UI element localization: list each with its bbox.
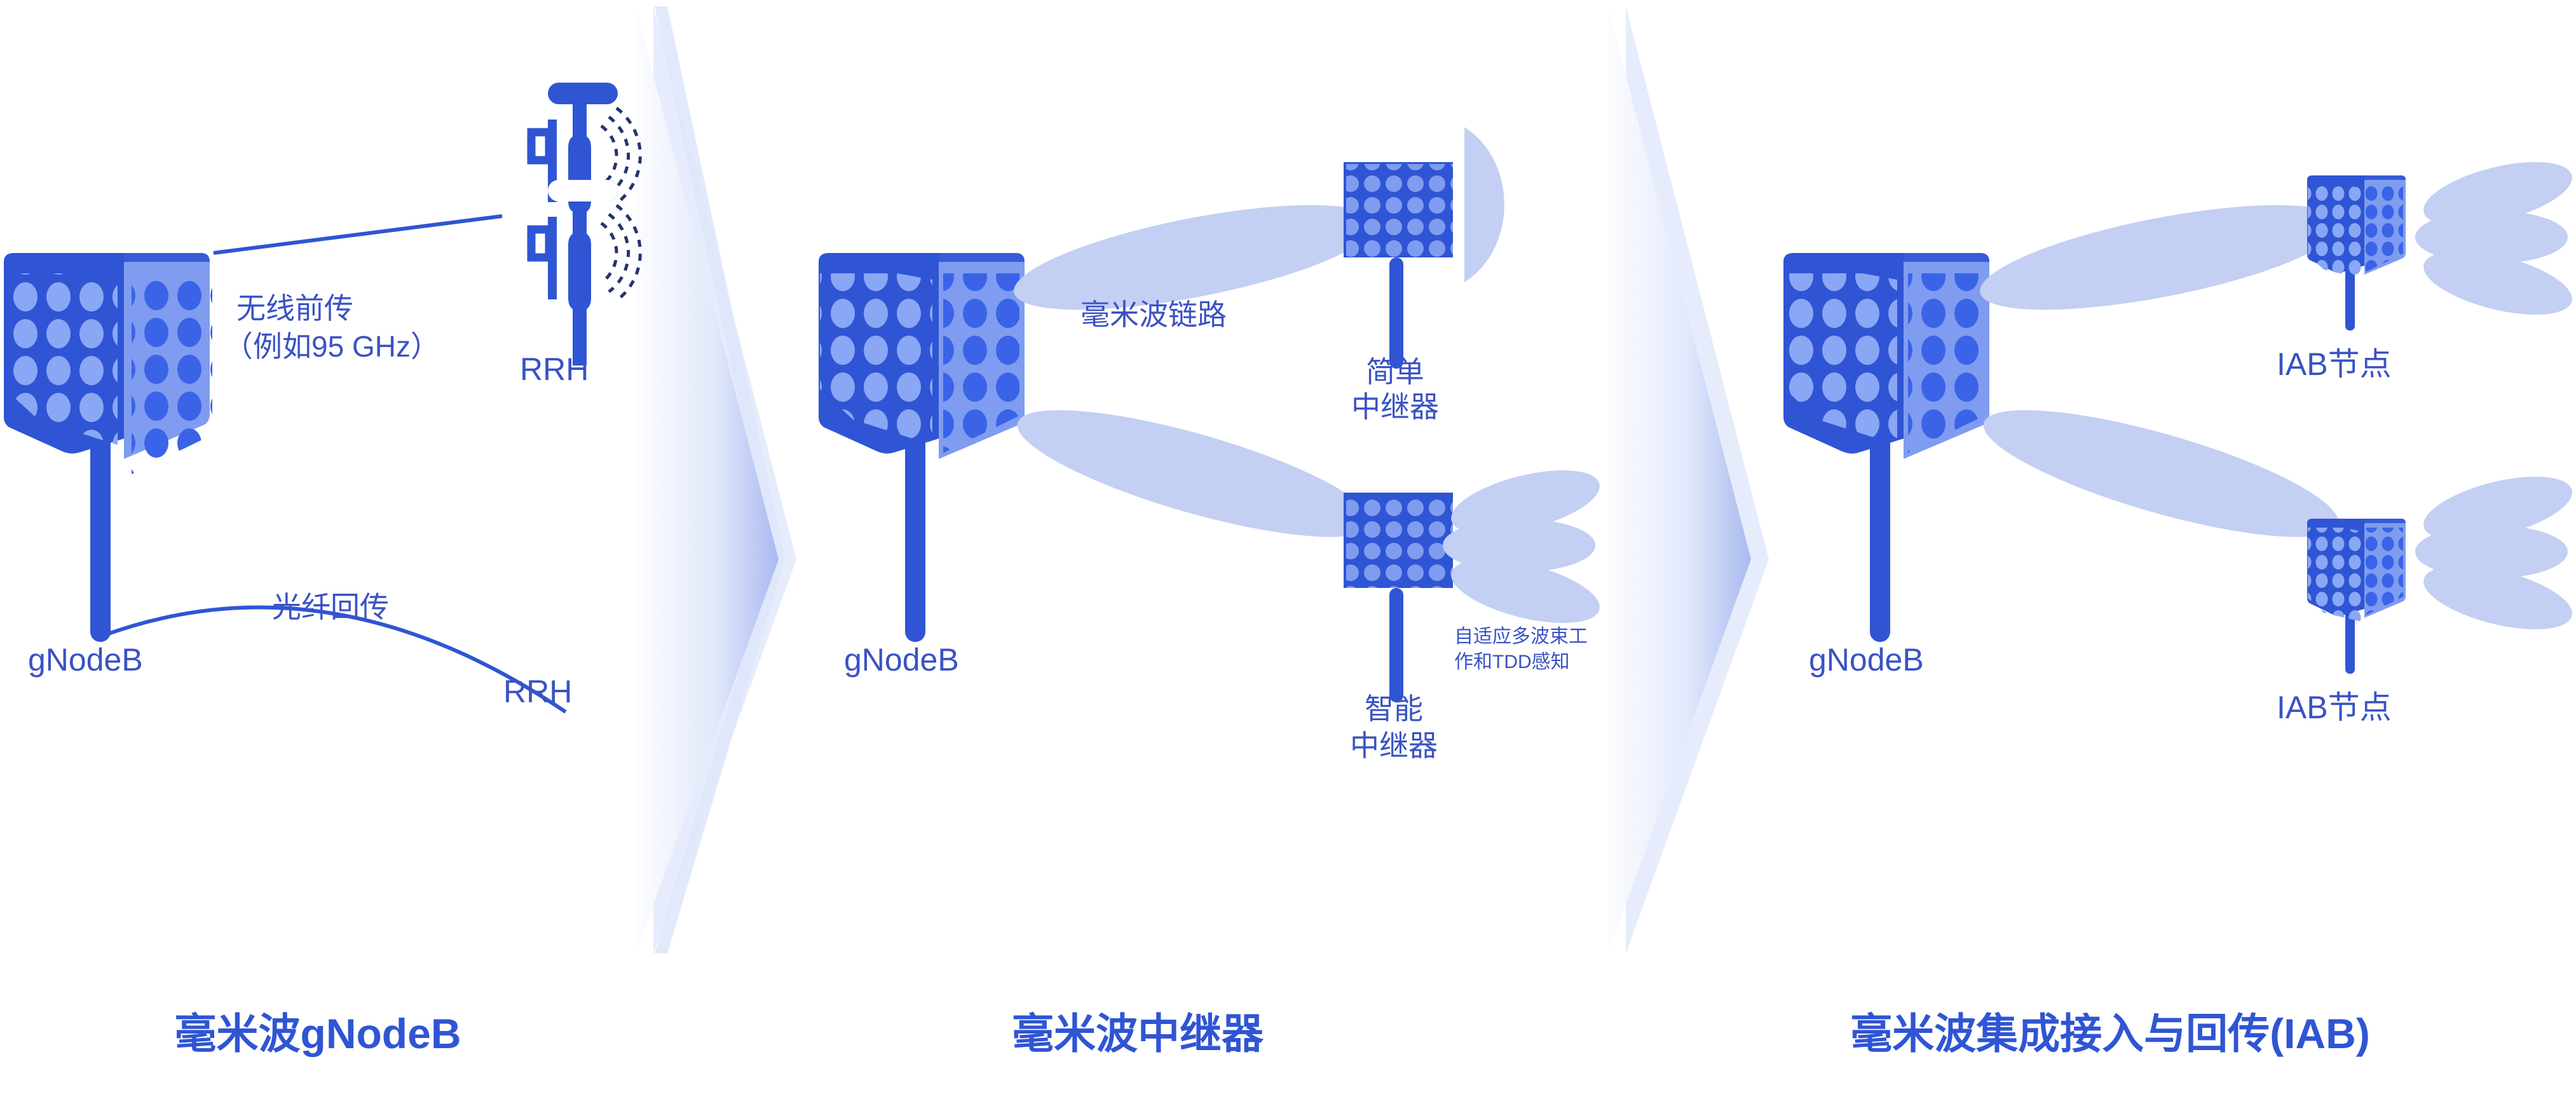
mmwave-beam-group-p2 xyxy=(1014,205,1376,537)
iab-beam-lobes-top xyxy=(2415,161,2572,315)
chevron-divider-2 xyxy=(1608,6,1769,953)
rrh-label-top: RRH xyxy=(520,352,589,387)
panel-title-mmwave-gnodeb: 毫米波gNodeB xyxy=(174,1010,461,1057)
gnodeb-antenna-icon-p3 xyxy=(1783,253,1989,642)
gnodeb-label-p2: gNodeB xyxy=(844,642,959,678)
iab-node-label-top: IAB节点 xyxy=(2277,346,2392,382)
fiber-backhaul-line xyxy=(102,605,567,714)
gnodeb-label-p3: gNodeB xyxy=(1809,642,1924,678)
wireless-fronthaul-label-line2: （例如95 GHz） xyxy=(224,330,440,363)
panel-title-mmwave-repeater: 毫米波中继器 xyxy=(1012,1010,1264,1057)
simple-repeater-label-line2: 中继器 xyxy=(1351,390,1439,423)
wireless-fronthaul-line xyxy=(213,214,503,255)
iab-node-icon-bottom xyxy=(2307,476,2572,674)
smart-repeater-label-line1: 智能 xyxy=(1365,692,1423,725)
gnodeb-antenna-icon-p2 xyxy=(819,253,1025,642)
smart-repeater-label-line2: 中继器 xyxy=(1350,729,1438,762)
mmwave-link-label: 毫米波链路 xyxy=(1080,298,1227,331)
smart-repeater-icon xyxy=(1344,470,1600,702)
iab-beam-lobes-bottom xyxy=(2415,476,2572,630)
fiber-backhaul-label: 光纤回传 xyxy=(272,591,389,624)
wireless-fronthaul-label-line1: 无线前传 xyxy=(236,292,353,325)
adaptive-beam-lobes xyxy=(1443,470,1600,624)
gnodeb-antenna-icon-p1 xyxy=(4,253,212,642)
chevron-divider-1 xyxy=(636,6,796,953)
rrh-icon-bottom xyxy=(527,180,642,365)
iab-node-icon-top xyxy=(2307,161,2572,331)
adaptive-beam-note-line1: 自适应多波束工 xyxy=(1454,626,1588,647)
gnodeb-label-p1: gNodeB xyxy=(28,642,143,678)
panel-title-mmwave-iab: 毫米波集成接入与回传(IAB) xyxy=(1850,1010,2370,1057)
simple-repeater-icon xyxy=(1344,127,1504,369)
simple-repeater-label-line1: 简单 xyxy=(1366,355,1424,388)
iab-node-label-bottom: IAB节点 xyxy=(2277,690,2392,725)
rrh-label-bottom: RRH xyxy=(503,674,573,709)
adaptive-beam-note-line2: 作和TDD感知 xyxy=(1454,652,1570,673)
mmwave-beam-group-p3 xyxy=(1980,205,2342,537)
